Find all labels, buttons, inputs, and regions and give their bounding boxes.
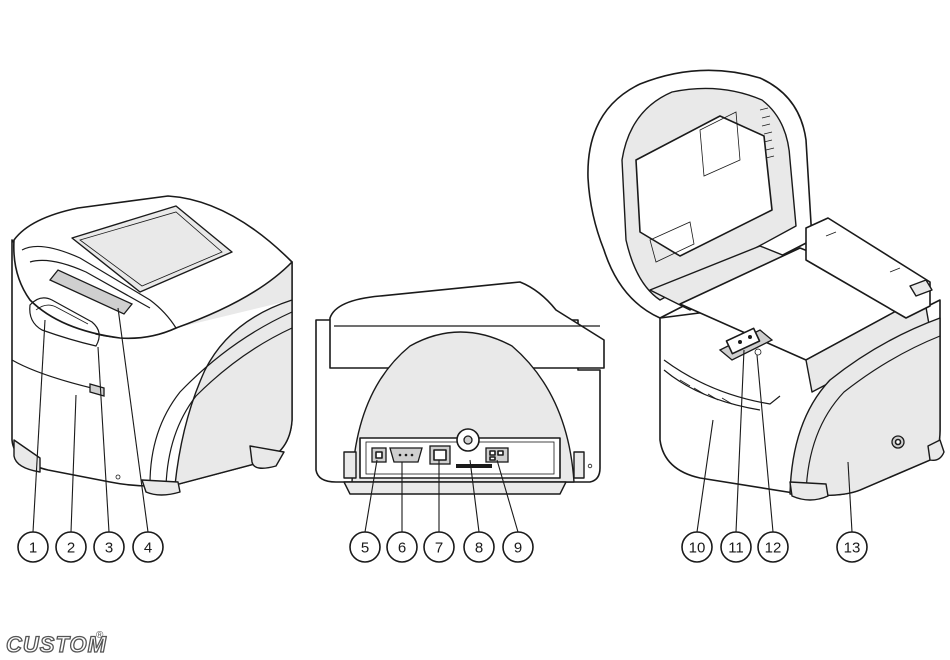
- logo-text: CUSTOM: [6, 632, 107, 657]
- callout-number-13: 13: [844, 540, 861, 557]
- callout-number-11: 11: [728, 540, 744, 557]
- callout-number-4: 4: [144, 540, 152, 557]
- printer-front-view: [12, 196, 292, 495]
- callout-number-10: 10: [689, 540, 706, 557]
- callout-number-9: 9: [514, 540, 522, 557]
- callout-number-12: 12: [765, 540, 782, 557]
- callout-number-5: 5: [361, 540, 369, 557]
- printer-open-view: [588, 70, 944, 500]
- callout-number-8: 8: [475, 540, 483, 557]
- callout-number-7: 7: [435, 540, 443, 557]
- printer-rear-view: [316, 282, 604, 494]
- callout-number-1: 1: [29, 540, 37, 557]
- callout-number-2: 2: [67, 540, 75, 557]
- callout-number-6: 6: [398, 540, 406, 557]
- brand-logo: CUSTOM ®: [6, 630, 107, 657]
- logo-registered-mark: ®: [96, 630, 104, 641]
- callout-number-3: 3: [105, 540, 113, 557]
